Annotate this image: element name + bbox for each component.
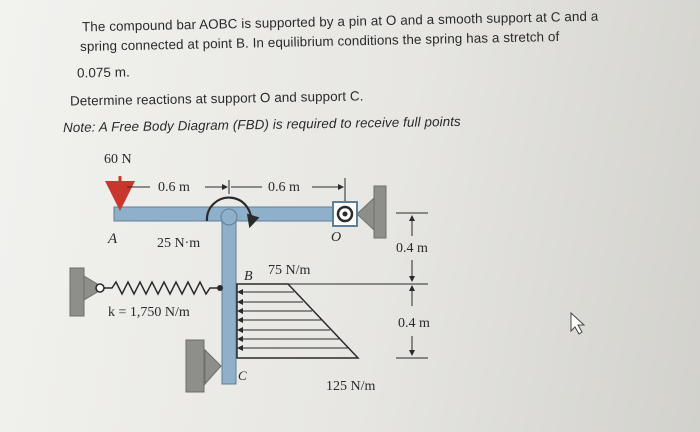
point-o-label: O	[331, 230, 341, 245]
joint-hub	[220, 208, 238, 226]
force-label: 60 N	[104, 152, 132, 167]
wall-block-spring	[69, 267, 85, 317]
dim-joint-o: 0.6 m	[268, 180, 300, 195]
moment-label: 25 N·m	[157, 236, 200, 251]
roller-support-c	[204, 348, 222, 386]
dim-a-joint: 0.6 m	[158, 180, 190, 195]
cursor-icon	[570, 311, 586, 335]
point-b-label: B	[244, 269, 253, 284]
distributed-load	[236, 283, 360, 359]
point-a-label: A	[107, 231, 118, 247]
dim-lower: 0.4 m	[398, 316, 430, 331]
wall-block-o	[373, 185, 387, 239]
spring-icon	[104, 280, 218, 296]
dim-upper: 0.4 m	[396, 241, 428, 256]
point-c-label: C	[238, 368, 247, 383]
load-top-label: 75 N/m	[268, 263, 311, 278]
pin-center	[342, 211, 348, 217]
wall-support-o	[356, 196, 375, 232]
load-arrows	[237, 289, 348, 351]
moment-arc	[205, 196, 260, 229]
spring-end	[217, 285, 223, 291]
wall-support-spring	[83, 275, 105, 301]
spring-pin	[95, 283, 105, 293]
vertical-bar	[221, 213, 237, 385]
spring-label: k = 1,750 N/m	[108, 305, 190, 320]
wall-block-c	[185, 339, 205, 393]
load-bottom-label: 125 N/m	[326, 379, 376, 394]
